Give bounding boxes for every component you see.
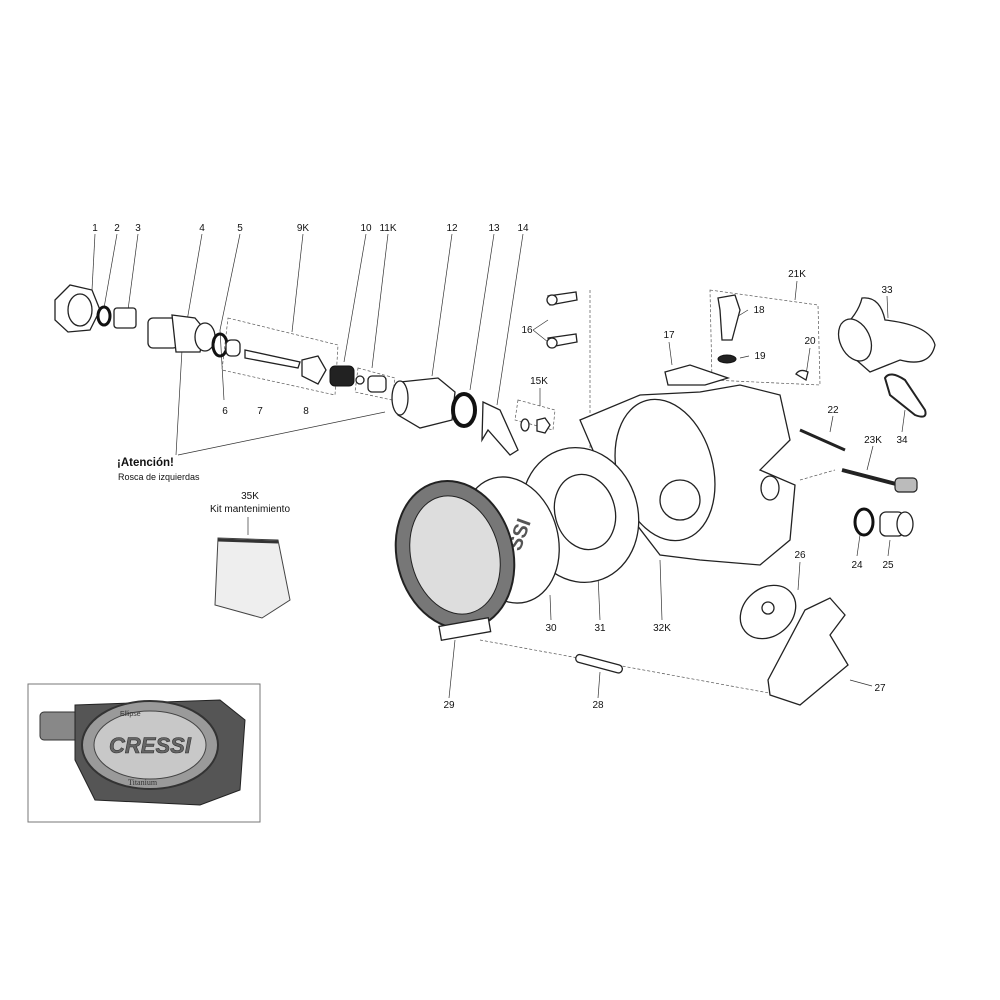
label-8: 8 xyxy=(303,406,309,417)
label-3: 3 xyxy=(135,223,141,234)
label-32k: 32K xyxy=(653,623,671,634)
label-25: 25 xyxy=(882,560,894,571)
label-30: 30 xyxy=(545,623,557,634)
part-24-oring xyxy=(853,507,875,537)
label-9k: 9K xyxy=(297,223,310,234)
label-18: 18 xyxy=(753,305,765,316)
label-22: 22 xyxy=(827,405,839,416)
photo-material: Titanium xyxy=(128,778,158,787)
label-11k: 11K xyxy=(379,223,396,234)
part-16-screws xyxy=(546,291,578,349)
part-33-mouthpiece xyxy=(837,297,936,373)
kit-name: Kit mantenimiento xyxy=(210,504,290,515)
kit-code: 35K xyxy=(241,491,259,502)
label-28: 28 xyxy=(592,700,604,711)
label-26: 26 xyxy=(794,550,806,561)
part-28-pin xyxy=(575,653,624,674)
label-7: 7 xyxy=(257,406,263,417)
label-31: 31 xyxy=(594,623,606,634)
part-12-housing xyxy=(391,377,456,429)
part-17-lever-cap xyxy=(664,364,731,386)
label-6: 6 xyxy=(222,406,228,417)
label-2: 2 xyxy=(114,223,120,234)
part-35k-kit-bag xyxy=(214,537,291,619)
notes: ¡Atención! Rosca de izquierdas 35K Kit m… xyxy=(117,457,290,515)
part-15k-nut xyxy=(520,417,551,434)
leader-lines xyxy=(91,233,906,699)
label-13: 13 xyxy=(488,223,500,234)
photo-brand: CRESSI xyxy=(109,733,192,758)
label-1: 1 xyxy=(92,223,98,234)
part-3-fitting xyxy=(113,307,137,329)
attention-title: ¡Atención! xyxy=(117,457,174,469)
label-14: 14 xyxy=(517,223,529,234)
part-10-spring xyxy=(329,365,355,387)
label-27: 27 xyxy=(874,683,886,694)
label-5: 5 xyxy=(237,223,243,234)
label-17: 17 xyxy=(663,330,675,341)
part-27-exhaust-tee xyxy=(767,597,849,706)
label-10: 10 xyxy=(360,223,372,234)
label-15k: 15K xyxy=(530,376,548,387)
label-20: 20 xyxy=(804,336,816,347)
part-6-seat xyxy=(225,339,241,357)
label-23k: 23K xyxy=(864,435,882,446)
label-34: 34 xyxy=(896,435,908,446)
label-33: 33 xyxy=(881,285,893,296)
part-26-valve xyxy=(739,584,797,640)
label-4: 4 xyxy=(199,223,205,234)
label-24: 24 xyxy=(851,560,863,571)
label-21k: 21K xyxy=(788,269,806,280)
part-19-oring xyxy=(717,354,737,364)
part-4-body xyxy=(147,314,216,353)
part-2-oring xyxy=(96,305,112,327)
part-11k-seat xyxy=(367,375,387,393)
part-20-clip xyxy=(795,369,809,382)
label-16: 16 xyxy=(521,325,533,336)
part-washer xyxy=(355,375,365,385)
part-1-nut xyxy=(54,284,101,333)
part-5-oring xyxy=(211,332,229,358)
photo-badge: Ellipse xyxy=(120,711,141,718)
attention-text: Rosca de izquierdas xyxy=(118,472,200,482)
part-8-poppet xyxy=(301,355,327,385)
label-12: 12 xyxy=(446,223,458,234)
label-19: 19 xyxy=(754,351,766,362)
part-7-pin xyxy=(244,349,301,369)
part-14-lever xyxy=(481,400,519,456)
part-34-tie xyxy=(883,373,927,418)
part-29-cover xyxy=(394,480,516,642)
part-18-adjuster xyxy=(717,294,741,341)
part-23k-shaft xyxy=(841,468,918,493)
part-labels: 1 2 3 4 5 9K 10 11K 12 13 14 6 7 8 16 15… xyxy=(92,223,908,711)
label-29: 29 xyxy=(443,700,455,711)
part-13-oring xyxy=(451,392,477,428)
product-photo: CRESSI Ellipse Titanium xyxy=(27,683,261,823)
part-25-plug xyxy=(879,511,914,537)
part-22-rod xyxy=(799,428,846,452)
